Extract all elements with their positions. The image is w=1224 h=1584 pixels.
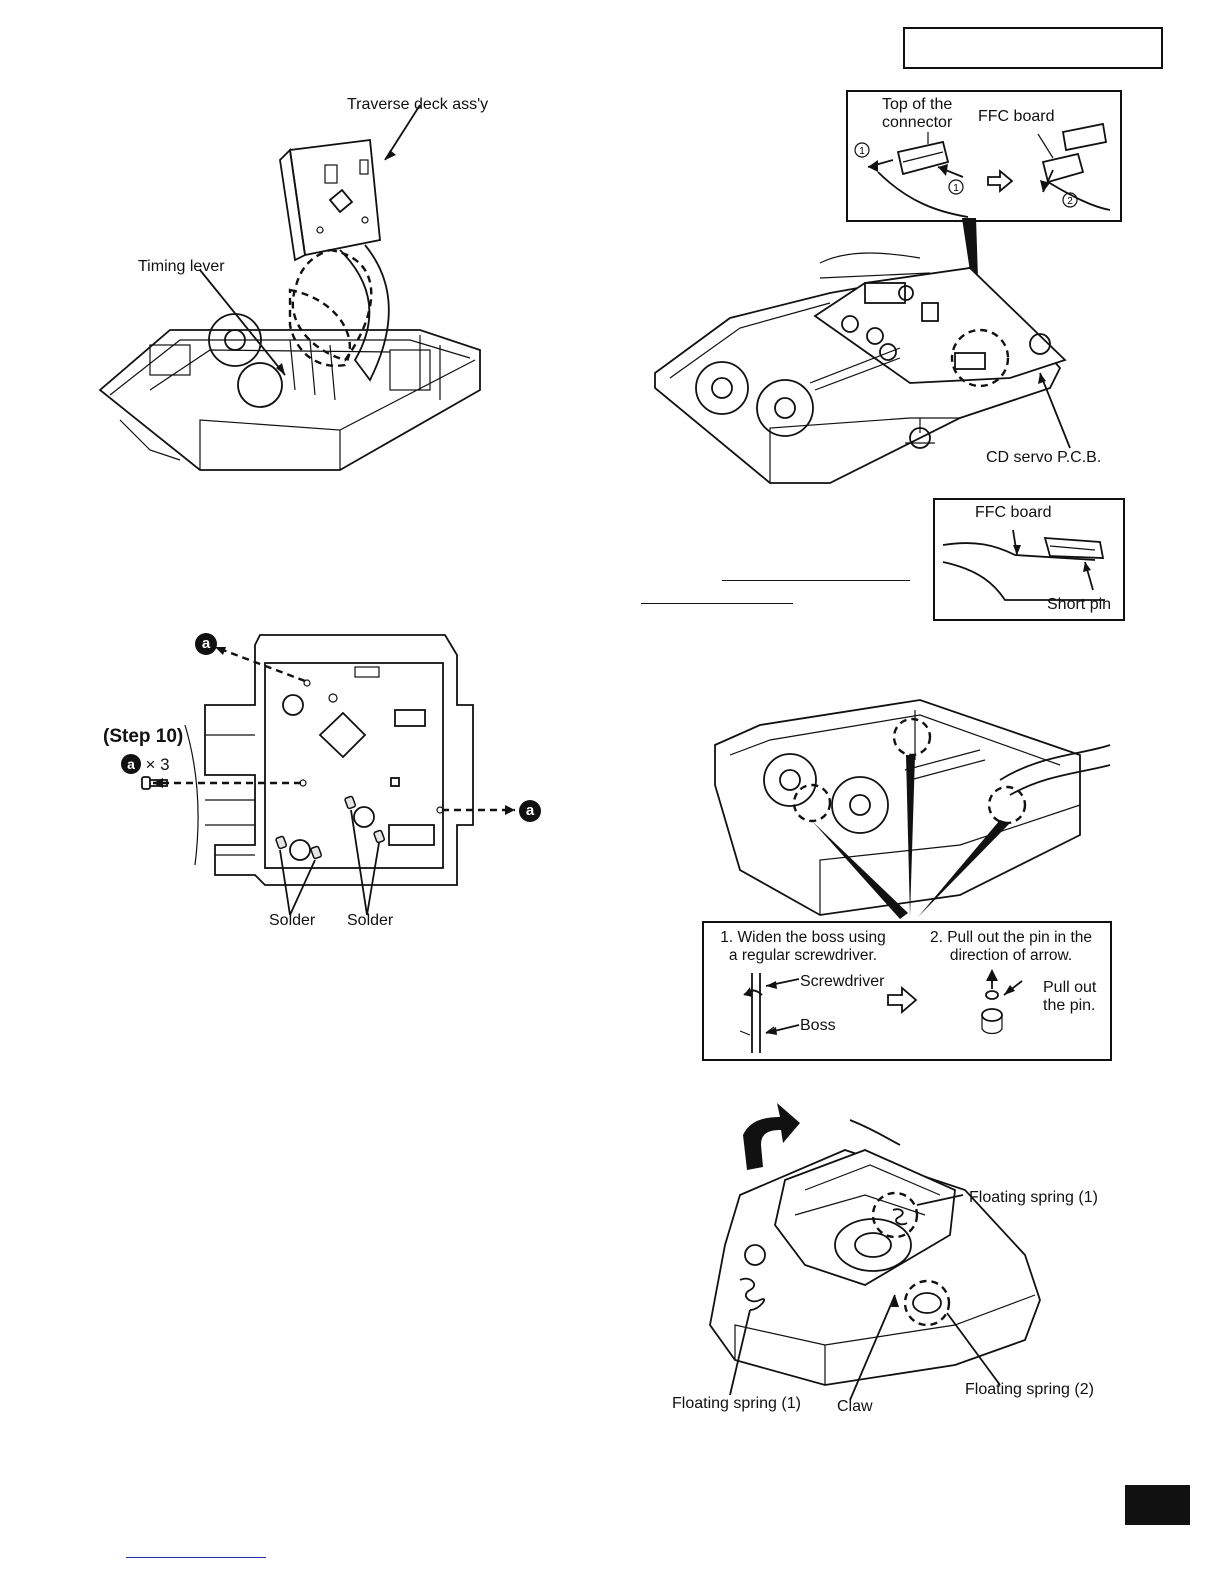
svg-text:1: 1: [953, 183, 959, 194]
footer-link-underline[interactable]: [126, 1557, 266, 1558]
top-of-connector-line1: Top of the: [882, 96, 953, 113]
traverse-deck-drawing: [98, 104, 481, 471]
pin-removal-instruction-box: 1. Widen the boss using a regular screwd…: [702, 921, 1112, 1061]
step2-line2: direction of arrow.: [949, 946, 1073, 964]
boss-pin-drawing: [739, 969, 1023, 1053]
pull-out-line1: Pull out: [1043, 979, 1097, 996]
header-box: [903, 27, 1163, 69]
screw-marker-top-text: a: [201, 635, 211, 652]
screwdriver-label: Screwdriver: [800, 973, 885, 990]
figure-pin-removal: 1. Widen the boss using a regular screwd…: [700, 685, 1115, 1065]
pull-out-label: Pull out the pin.: [1043, 979, 1096, 1014]
page-number-block: [1125, 1485, 1190, 1525]
step1-instruction: 1. Widen the boss using a regular screwd…: [708, 929, 898, 965]
svg-text:1: 1: [859, 146, 865, 157]
claw-label: Claw: [837, 1398, 873, 1415]
screw-marker-count-text: a: [127, 756, 135, 772]
figure-floating-springs: Floating spring (1) Floating spring (2) …: [665, 1095, 1125, 1425]
screw-marker-count: a: [121, 754, 141, 774]
short-pin-drawing: [942, 529, 1105, 601]
short-pin-label: Short pin: [1047, 596, 1112, 613]
pull-out-line2: the pin.: [1043, 996, 1096, 1014]
step-10-label: (Step 10): [103, 726, 184, 747]
timing-lever-label: Timing lever: [138, 258, 225, 275]
screw-count-group: a × 3: [121, 754, 170, 775]
figure-cd-servo: 1 1 2 Top of the connector FFC board: [650, 88, 1130, 488]
connector-inset-drawing: 1 1 2: [854, 122, 1111, 218]
step-10-drawing: [141, 634, 515, 916]
screw-marker-right: a: [519, 800, 541, 822]
boss-label: Boss: [800, 1017, 836, 1034]
figure-traverse-deck: Traverse deck ass'y Timing lever: [90, 90, 510, 490]
connector-inset: 1 1 2 Top of the connector FFC board: [846, 90, 1122, 222]
step1-line1: 1. Widen the boss using: [720, 929, 886, 946]
floating-spring-1-bottom-label: Floating spring (1): [672, 1395, 801, 1412]
floating-springs-drawing: [709, 1103, 1041, 1401]
figure-step-10: a a (Step 10) a × 3 Solder Solder: [95, 625, 555, 940]
top-of-connector-label: Top of the connector: [882, 96, 952, 131]
step1-line2: a regular screwdriver.: [728, 946, 878, 964]
svg-text:2: 2: [1067, 196, 1073, 207]
solder-label-2: Solder: [347, 912, 394, 929]
text-underline-2: [641, 603, 793, 604]
floating-spring-1-top-label: Floating spring (1): [969, 1189, 1098, 1206]
traverse-deck-label: Traverse deck ass'y: [347, 96, 489, 113]
screw-marker-top: a: [195, 633, 217, 655]
text-underline-1: [722, 580, 910, 581]
top-of-connector-line2: connector: [882, 113, 953, 131]
screw-marker-right-text: a: [525, 802, 535, 819]
short-pin-inset: FFC board Short pin: [933, 498, 1125, 621]
solder-label-1: Solder: [269, 912, 316, 929]
cd-servo-label: CD servo P.C.B.: [986, 449, 1102, 466]
cd-servo-drawing: [654, 218, 1071, 484]
screw-count-label: × 3: [145, 754, 170, 774]
mechanism-drawing: [714, 699, 1111, 919]
step2-instruction: 2. Pull out the pin in the direction of …: [916, 929, 1106, 965]
floating-spring-2-label: Floating spring (2): [965, 1381, 1094, 1398]
step2-line1: 2. Pull out the pin in the: [929, 929, 1092, 946]
ffc-board-short-label: FFC board: [975, 504, 1052, 521]
ffc-board-inset-label: FFC board: [978, 108, 1055, 125]
